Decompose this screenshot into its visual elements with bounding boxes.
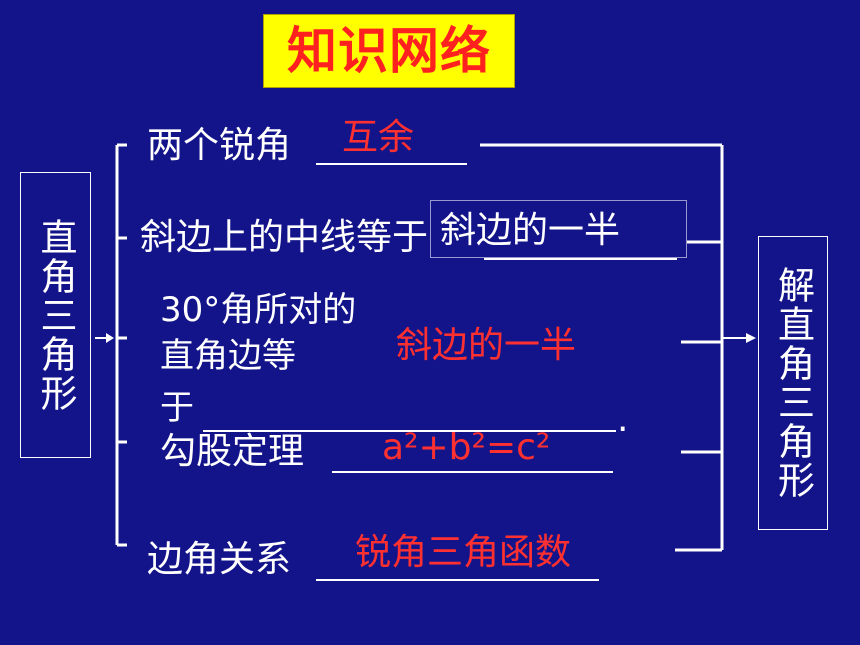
item-blank-median: [484, 258, 677, 260]
item-label-30deg-line3: 于: [160, 388, 194, 428]
left-concept-label: 直角三角形: [34, 217, 77, 413]
item-blank-acute-angles: [316, 163, 467, 165]
item-label-30deg-line1: 30°角所对的: [160, 290, 357, 330]
item-answer-box-median: [430, 200, 687, 258]
page-title: 知识网络: [287, 22, 491, 80]
item-label-acute-angles: 两个锐角: [147, 125, 292, 166]
right-concept-box: 解直角三角形: [758, 236, 828, 530]
left-concept-box: 直角三角形: [20, 172, 91, 458]
item-label-30deg-line2: 直角边等: [160, 336, 296, 376]
item-blank-edge-angle: [316, 579, 599, 581]
item-answer-acute-angles: 互余: [342, 117, 415, 158]
right-concept-label: 解直角三角形: [771, 266, 815, 500]
item-label-pythagoras: 勾股定理: [160, 431, 305, 472]
item-blank-30deg: [203, 430, 616, 432]
title-banner: 知识网络: [263, 14, 515, 88]
item-label-median: 斜边上的中线等于: [140, 217, 429, 258]
item-trailing-period: .: [617, 399, 629, 440]
item-answer-edge-angle: 锐角三角函数: [355, 532, 572, 573]
item-answer-30deg: 斜边的一半: [396, 325, 577, 366]
item-answer-median: 斜边的一半: [440, 210, 621, 251]
item-blank-pythagoras: [332, 471, 613, 473]
item-label-edge-angle: 边角关系: [147, 539, 292, 580]
item-answer-pythagoras: a²+b²=c²: [382, 427, 551, 468]
